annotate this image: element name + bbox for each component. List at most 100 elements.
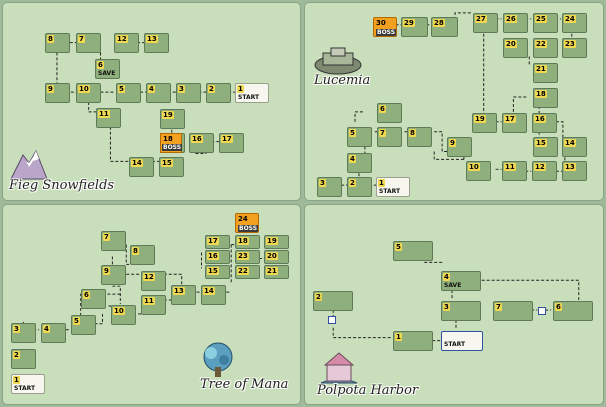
room-6[interactable]: 6: [81, 289, 106, 309]
room-7[interactable]: 7: [377, 127, 402, 147]
room-1[interactable]: 1: [393, 331, 433, 351]
room-3[interactable]: 3: [441, 301, 481, 321]
room-27[interactable]: 27: [473, 13, 498, 33]
boss-label: BOSS: [376, 29, 397, 36]
room-17[interactable]: 17: [502, 113, 527, 133]
start-room[interactable]: START: [441, 331, 483, 351]
room-10[interactable]: 10: [466, 161, 491, 181]
room-15[interactable]: 15: [533, 137, 558, 157]
room-21[interactable]: 21: [264, 265, 289, 279]
room-14[interactable]: 14: [562, 137, 587, 157]
room-10[interactable]: 10: [111, 305, 136, 325]
room-19[interactable]: 19: [264, 235, 289, 249]
room-5[interactable]: 5: [393, 241, 433, 261]
room-7[interactable]: 7: [493, 301, 533, 321]
room-number: 5: [349, 129, 356, 137]
room-2[interactable]: 2: [347, 177, 372, 197]
room-2[interactable]: 2: [206, 83, 231, 103]
room-23[interactable]: 23: [235, 250, 260, 264]
room-11[interactable]: 11: [96, 108, 121, 128]
room-14[interactable]: 14: [129, 157, 154, 177]
room-9[interactable]: 9: [101, 265, 126, 285]
room-number: 9: [103, 267, 110, 275]
room-23[interactable]: 23: [562, 38, 587, 58]
room-19[interactable]: 19: [472, 113, 497, 133]
room-8[interactable]: 8: [45, 33, 70, 53]
room-16[interactable]: 16: [189, 133, 214, 153]
room-number: 21: [266, 267, 278, 275]
room-13[interactable]: 13: [562, 161, 587, 181]
room-26[interactable]: 26: [503, 13, 528, 33]
room-number: 11: [98, 110, 110, 118]
room-29[interactable]: 29: [401, 17, 428, 37]
room-3[interactable]: 3: [176, 83, 201, 103]
room-13[interactable]: 13: [144, 33, 169, 53]
room-3[interactable]: 3: [11, 323, 36, 343]
room-9[interactable]: 9: [45, 83, 70, 103]
room-7[interactable]: 7: [101, 231, 126, 251]
room-number: 10: [113, 307, 125, 315]
room-5[interactable]: 5: [71, 315, 96, 335]
boss-label: BOSS: [238, 225, 259, 232]
room-11[interactable]: 11: [502, 161, 527, 181]
room-18[interactable]: 18: [235, 235, 260, 249]
start-label: START: [379, 188, 401, 195]
room-13[interactable]: 13: [171, 285, 196, 305]
room-number: 15: [535, 139, 547, 147]
room-number: 21: [535, 65, 547, 73]
room-number: 25: [535, 15, 547, 23]
room-15[interactable]: 15: [205, 265, 230, 279]
room-28[interactable]: 28: [431, 17, 458, 37]
room-11[interactable]: 11: [141, 295, 166, 315]
room-number: 28: [433, 19, 445, 27]
room-21[interactable]: 21: [533, 63, 558, 83]
room-number: 3: [319, 179, 326, 187]
snow-mountain-icon: [10, 149, 48, 180]
room-number: 12: [116, 35, 128, 43]
room-8[interactable]: 8: [407, 127, 432, 147]
room-24[interactable]: 24: [562, 13, 587, 33]
room-25[interactable]: 25: [533, 13, 558, 33]
room-22[interactable]: 22: [533, 38, 558, 58]
room-16[interactable]: 16: [205, 250, 230, 264]
room-5[interactable]: 5: [116, 83, 141, 103]
room-15[interactable]: 15: [159, 157, 184, 177]
room-9[interactable]: 9: [447, 137, 472, 157]
room-2[interactable]: 2: [313, 291, 353, 311]
room-14[interactable]: 14: [201, 285, 226, 305]
room-2[interactable]: 2: [11, 349, 36, 369]
room-10[interactable]: 10: [76, 83, 101, 103]
room-19[interactable]: 19: [160, 109, 185, 129]
room-12[interactable]: 12: [532, 161, 557, 181]
room-6[interactable]: 6: [377, 103, 402, 123]
room-8[interactable]: 8: [130, 245, 155, 265]
exit-marker[interactable]: [328, 316, 336, 324]
room-7[interactable]: 7: [76, 33, 101, 53]
room-3[interactable]: 3: [317, 177, 342, 197]
room-17[interactable]: 17: [205, 235, 230, 249]
room-20[interactable]: 20: [503, 38, 528, 58]
room-number: 23: [237, 252, 249, 260]
room-18[interactable]: 18: [533, 88, 558, 108]
room-20[interactable]: 20: [264, 250, 289, 264]
room-4[interactable]: 4: [347, 153, 372, 173]
exit-marker[interactable]: [538, 307, 546, 315]
room-4[interactable]: 4: [41, 323, 66, 343]
room-4[interactable]: 4: [146, 83, 171, 103]
room-17[interactable]: 17: [219, 133, 244, 153]
room-5[interactable]: 5: [347, 127, 372, 147]
room-6[interactable]: 6: [553, 301, 593, 321]
room-22[interactable]: 22: [235, 265, 260, 279]
room-12[interactable]: 12: [141, 271, 166, 291]
room-16[interactable]: 16: [532, 113, 557, 133]
room-12[interactable]: 12: [114, 33, 139, 53]
